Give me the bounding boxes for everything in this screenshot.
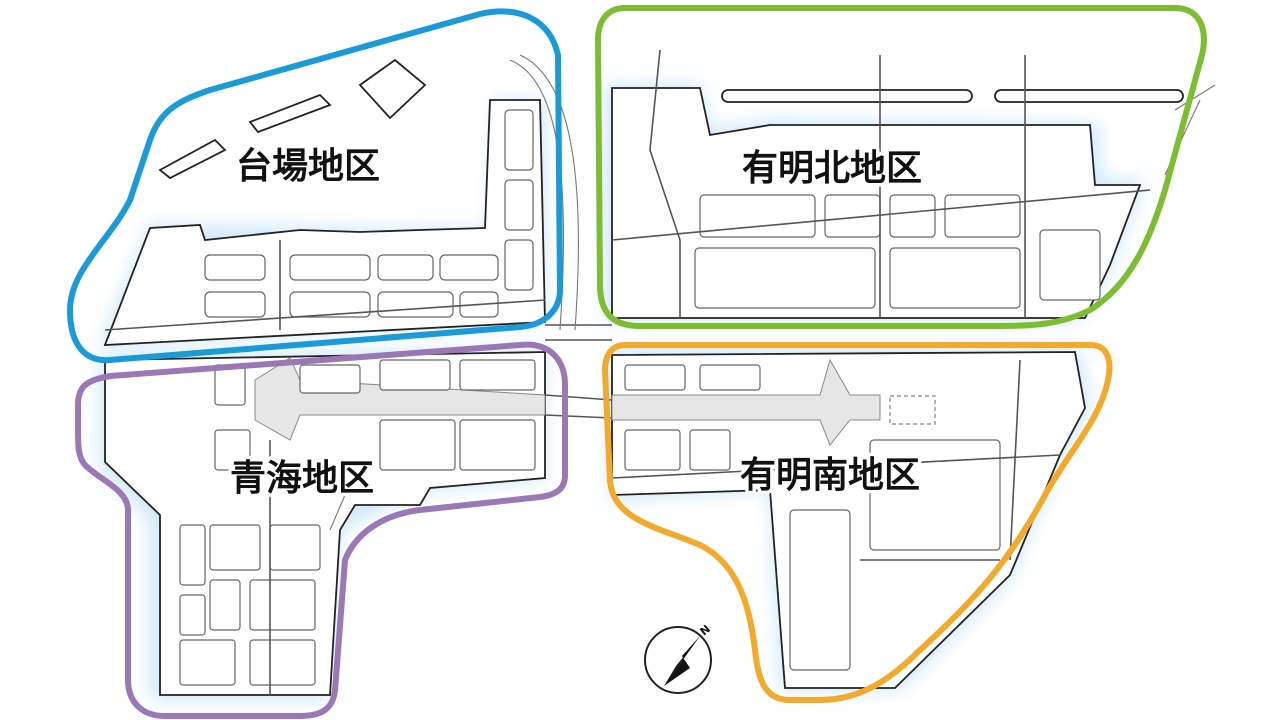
daiba-blocks [204,109,534,318]
ariake-north-district-outline [595,5,1207,329]
aomi-district-outline [75,341,568,719]
district-label-ariake-south: 有明南地区 [740,455,920,496]
ariake-south-blocks [624,364,1001,671]
district-label-daiba: 台場地区 [236,146,380,187]
ariake-north-blocks [694,194,1101,309]
district-label-aomi: 青海地区 [230,458,374,499]
daiba-landmass [103,58,546,346]
aomi-blocks [179,359,536,686]
ariake-south-district-outline [602,342,1113,703]
aomi-landmass [104,351,546,696]
district-label-ariake-north: 有明北地区 [742,148,922,189]
ariake-north-landmass [611,49,1184,319]
connecting-roads [509,54,1216,419]
north-arrow-icon: N [644,622,713,694]
daiba-district-outline [67,8,563,364]
